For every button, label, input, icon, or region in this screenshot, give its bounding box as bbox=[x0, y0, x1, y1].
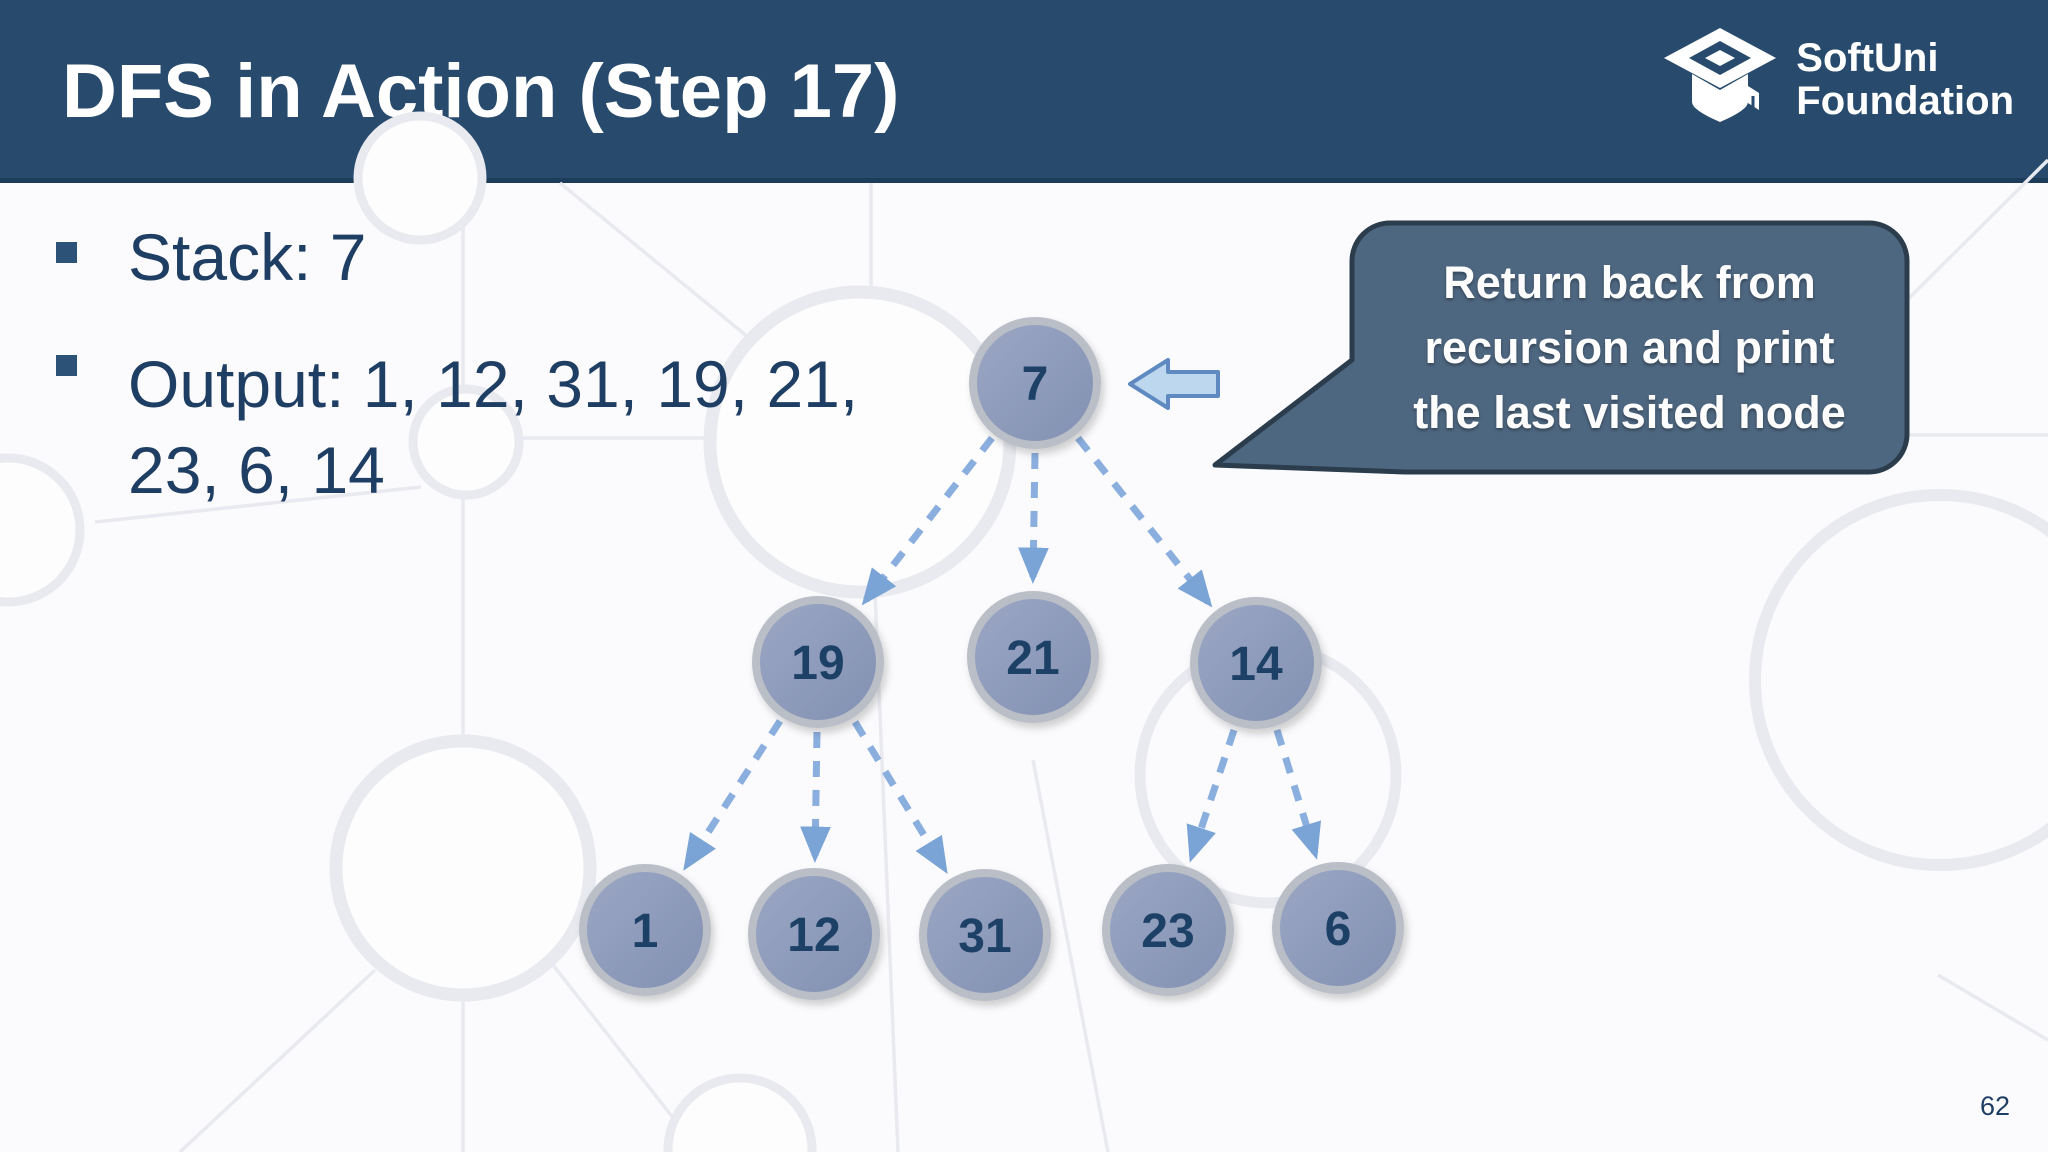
edge-14-6 bbox=[1273, 728, 1322, 860]
node-label: 7 bbox=[1022, 358, 1049, 411]
tree-node-31: 31 bbox=[919, 869, 1051, 1001]
tree-node-21: 21 bbox=[967, 591, 1099, 723]
tree-node-1: 1 bbox=[579, 864, 711, 996]
node-label: 23 bbox=[1141, 905, 1194, 958]
node-label: 1 bbox=[632, 905, 659, 958]
bullet-marker-output bbox=[56, 355, 77, 376]
logo-line-1: SoftUni bbox=[1796, 35, 1939, 80]
logo-text: SoftUni Foundation bbox=[1796, 35, 2014, 123]
softuni-foundation-logo: SoftUni Foundation bbox=[1662, 26, 2014, 133]
callout-line-2: recursion and print bbox=[1424, 322, 1835, 373]
logo-line-2: Foundation bbox=[1796, 78, 2014, 123]
edge-7-14 bbox=[1075, 435, 1213, 608]
edge-19-1 bbox=[683, 719, 783, 871]
tree-node-14: 14 bbox=[1190, 597, 1322, 729]
node-label: 19 bbox=[791, 637, 844, 690]
edge-19-31 bbox=[852, 720, 948, 874]
tree-nodes: 7 19 21 14 1 12 bbox=[579, 317, 1404, 1001]
page-number: 62 bbox=[1979, 1091, 2010, 1121]
tree-node-7: 7 bbox=[969, 317, 1101, 449]
output-text-line-2: 23, 6, 14 bbox=[128, 433, 385, 507]
tree-node-6: 6 bbox=[1272, 862, 1404, 994]
node-label: 12 bbox=[787, 909, 840, 962]
node-label: 31 bbox=[958, 910, 1011, 963]
tree-node-19: 19 bbox=[752, 596, 884, 728]
edge-7-19 bbox=[861, 435, 995, 606]
callout-bubble bbox=[1212, 220, 1910, 475]
tree-edges bbox=[683, 435, 1322, 874]
tree-node-23: 23 bbox=[1102, 864, 1234, 996]
bullet-marker-stack bbox=[56, 242, 77, 263]
tree-node-12: 12 bbox=[748, 868, 880, 1000]
callout-text: Return back from recursion and print the… bbox=[1352, 223, 1907, 472]
slide-title: DFS in Action (Step 17) bbox=[62, 49, 900, 134]
callout-line-3: the last visited node bbox=[1413, 387, 1846, 438]
node-label: 6 bbox=[1325, 903, 1352, 956]
stack-text: Stack: 7 bbox=[128, 220, 367, 294]
callout-line-1: Return back from bbox=[1443, 257, 1816, 308]
node-label: 21 bbox=[1006, 632, 1059, 685]
edge-14-23 bbox=[1186, 728, 1238, 863]
edge-19-12 bbox=[800, 731, 831, 863]
pointer-arrow-icon bbox=[1128, 358, 1220, 410]
graduation-cap-icon bbox=[1662, 26, 1778, 133]
output-text-line-1: Output: 1, 12, 31, 19, 21, bbox=[128, 347, 859, 421]
edge-7-21 bbox=[1018, 452, 1049, 584]
node-label: 14 bbox=[1229, 638, 1283, 691]
